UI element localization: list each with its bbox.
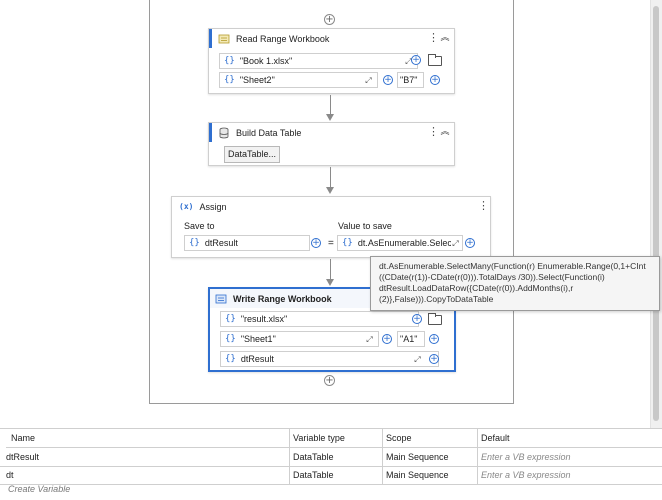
sheet-name-field[interactable]: {} "Sheet1" ⤢ bbox=[220, 331, 379, 347]
flow-connector bbox=[330, 167, 331, 187]
data-table-editor-button[interactable]: DataTable... bbox=[224, 146, 281, 163]
variables-header-row: Name Variable type Scope Default bbox=[6, 429, 662, 448]
variable-default[interactable]: Enter a VB expression bbox=[481, 452, 571, 462]
expand-editor-icon[interactable]: ⤢ bbox=[451, 239, 460, 248]
activity-title: Write Range Workbook bbox=[233, 293, 332, 304]
equals-sign: = bbox=[328, 238, 334, 249]
expand-editor-icon[interactable]: ⤢ bbox=[365, 76, 372, 85]
workbook-path-value: "Book 1.xlsx" bbox=[239, 56, 293, 66]
variable-scope[interactable]: Main Sequence bbox=[383, 466, 478, 484]
activity-title: Assign bbox=[199, 201, 227, 212]
activity-title: Read Range Workbook bbox=[236, 33, 330, 44]
value-to-save-field[interactable]: {} dt.AsEnumerable.Selec ⤢ bbox=[337, 235, 463, 251]
expression-icon: {} bbox=[225, 314, 236, 324]
plus-icon[interactable]: + bbox=[382, 334, 392, 344]
activity-header: Read Range Workbook ⋮ ︽ bbox=[209, 29, 454, 48]
variable-name[interactable]: dt bbox=[0, 466, 290, 484]
table-row[interactable]: dtResult DataTable Main Sequence Enter a… bbox=[0, 448, 662, 467]
excel-write-icon bbox=[215, 293, 227, 305]
excel-read-icon bbox=[218, 33, 230, 45]
more-options-icon[interactable]: ⋮ bbox=[478, 199, 489, 212]
expression-icon: {} bbox=[224, 75, 235, 85]
range-field[interactable]: "B7" bbox=[397, 72, 424, 88]
header-variable-type[interactable]: Variable type bbox=[290, 429, 383, 447]
workbook-path-field[interactable]: {} "result.xlsx" bbox=[220, 311, 419, 327]
plus-icon[interactable]: + bbox=[430, 75, 440, 85]
value-expression: dt.AsEnumerable.Selec bbox=[357, 238, 452, 248]
header-scope[interactable]: Scope bbox=[383, 429, 478, 447]
sheet-name-field[interactable]: {} "Sheet2" ⤢ bbox=[219, 72, 378, 88]
build-data-table-activity[interactable]: Build Data Table ⋮ ︽ DataTable... bbox=[208, 122, 455, 166]
variable-type[interactable]: DataTable bbox=[290, 466, 383, 484]
header-name[interactable]: Name bbox=[6, 429, 290, 447]
expression-icon: {} bbox=[225, 354, 236, 364]
expand-editor-icon[interactable]: ⤢ bbox=[366, 335, 373, 344]
more-options-icon[interactable]: ⋮ bbox=[428, 125, 439, 138]
sheet-name-value: "Sheet1" bbox=[240, 334, 276, 344]
workbook-path-value: "result.xlsx" bbox=[240, 314, 288, 324]
add-activity-top-icon[interactable]: + bbox=[324, 14, 335, 25]
collapse-icon[interactable]: ︽ bbox=[440, 33, 450, 43]
expression-icon: {} bbox=[189, 238, 200, 248]
expression-icon: {} bbox=[342, 238, 353, 248]
activity-header: Build Data Table ⋮ ︽ bbox=[209, 123, 454, 142]
plus-icon[interactable]: + bbox=[429, 354, 439, 364]
activity-header: (x) Assign ⋮ bbox=[172, 197, 490, 216]
variable-scope[interactable]: Main Sequence bbox=[383, 448, 478, 466]
start-cell-field[interactable]: "A1" bbox=[397, 331, 425, 347]
workbook-path-field[interactable]: {} "Book 1.xlsx" ⤢ bbox=[219, 53, 418, 69]
variable-default[interactable]: Enter a VB expression bbox=[481, 470, 571, 480]
expression-tooltip: dt.AsEnumerable.SelectMany(Function(r) E… bbox=[370, 256, 660, 311]
workflow-designer: + Read Range Workbook ⋮ ︽ {} "Book 1.xls… bbox=[149, 0, 662, 428]
start-cell-value: "A1" bbox=[400, 334, 418, 344]
save-to-field[interactable]: {} dtResult bbox=[184, 235, 310, 251]
flow-arrow-icon bbox=[326, 187, 334, 194]
data-table-icon bbox=[218, 127, 230, 139]
expand-editor-icon[interactable]: ⤢ bbox=[414, 355, 421, 364]
flow-arrow-icon bbox=[326, 279, 334, 286]
write-range-workbook-activity[interactable]: Write Range Workbook {} "result.xlsx" + … bbox=[208, 287, 456, 372]
browse-folder-icon[interactable] bbox=[428, 54, 442, 66]
assign-icon: (x) bbox=[179, 202, 194, 211]
create-variable-link[interactable]: Create Variable bbox=[8, 484, 71, 494]
data-table-value: dtResult bbox=[240, 354, 274, 364]
variables-panel: Name Variable type Scope Default dtResul… bbox=[0, 428, 662, 500]
add-activity-bottom-icon[interactable]: + bbox=[324, 375, 335, 386]
more-options-icon[interactable]: ⋮ bbox=[428, 31, 439, 44]
expand-editor-icon[interactable]: ⤢ bbox=[405, 57, 412, 66]
save-to-label: Save to bbox=[184, 221, 215, 231]
value-to-save-label: Value to save bbox=[338, 221, 392, 231]
assign-activity[interactable]: (x) Assign ⋮ Save to Value to save {} dt… bbox=[171, 196, 491, 258]
flow-connector bbox=[330, 95, 331, 114]
plus-icon[interactable]: + bbox=[411, 55, 421, 65]
vertical-scrollbar-thumb[interactable] bbox=[653, 6, 659, 421]
read-range-workbook-activity[interactable]: Read Range Workbook ⋮ ︽ {} "Book 1.xlsx"… bbox=[208, 28, 455, 94]
plus-icon[interactable]: + bbox=[429, 334, 439, 344]
flow-connector bbox=[330, 259, 331, 279]
expression-icon: {} bbox=[225, 334, 236, 344]
save-to-value: dtResult bbox=[204, 238, 238, 248]
table-row[interactable]: dt DataTable Main Sequence Enter a VB ex… bbox=[0, 466, 662, 485]
browse-folder-icon[interactable] bbox=[428, 313, 442, 325]
header-default[interactable]: Default bbox=[481, 433, 510, 443]
plus-icon[interactable]: + bbox=[465, 238, 475, 248]
collapse-icon[interactable]: ︽ bbox=[440, 127, 450, 137]
variable-type[interactable]: DataTable bbox=[290, 448, 383, 466]
range-value: "B7" bbox=[400, 75, 418, 85]
expression-icon: {} bbox=[224, 56, 235, 66]
variable-name[interactable]: dtResult bbox=[0, 448, 290, 466]
plus-icon[interactable]: + bbox=[383, 75, 393, 85]
flow-arrow-icon bbox=[326, 114, 334, 121]
data-table-field[interactable]: {} dtResult ⤢ bbox=[220, 351, 439, 367]
activity-title: Build Data Table bbox=[236, 127, 302, 138]
sheet-name-value: "Sheet2" bbox=[239, 75, 275, 85]
plus-icon[interactable]: + bbox=[311, 238, 321, 248]
plus-icon[interactable]: + bbox=[412, 314, 422, 324]
